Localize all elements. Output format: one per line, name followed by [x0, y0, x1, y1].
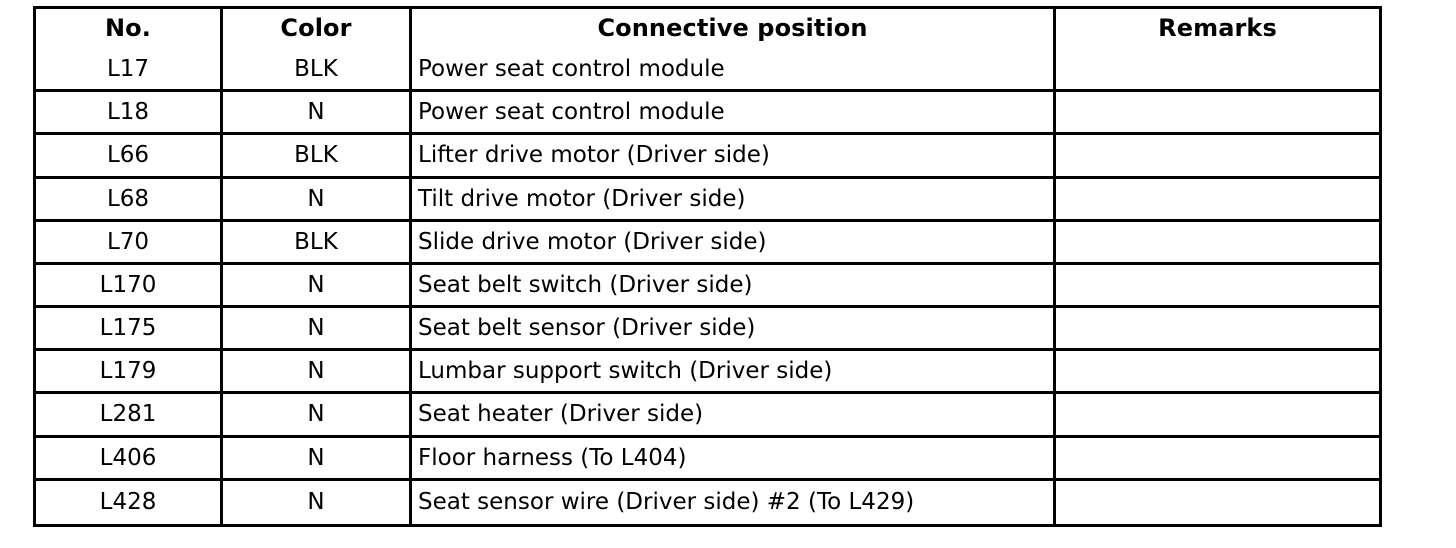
cell-connective-position: Seat sensor wire (Driver side) #2 (To L4…: [412, 480, 1056, 524]
connector-table-container: No. Color Connective position Remarks L1…: [33, 6, 1382, 527]
cell-connective-position: Lifter drive motor (Driver side): [412, 135, 1056, 179]
cell-color: BLK: [223, 221, 412, 265]
cell-remarks: [1056, 264, 1379, 309]
cell-connector-no: L17: [36, 49, 223, 93]
cell-remarks: [1056, 437, 1379, 481]
table-header-row: No. Color Connective position Remarks: [36, 9, 1379, 49]
cell-connective-position: Seat belt switch (Driver side): [412, 264, 1056, 309]
cell-remarks: [1056, 49, 1379, 93]
cell-color: BLK: [223, 135, 412, 179]
cell-remarks: [1056, 178, 1379, 222]
cell-color: N: [223, 480, 412, 524]
cell-connective-position: Seat heater (Driver side): [412, 394, 1056, 438]
cell-remarks: [1056, 135, 1379, 179]
cell-connective-position: Lumbar support switch (Driver side): [412, 351, 1056, 395]
column-header-connective-position: Connective position: [412, 9, 1056, 49]
cell-connective-position: Power seat control module: [412, 49, 1056, 93]
cell-connector-no: L66: [36, 135, 223, 179]
cell-color: N: [223, 394, 412, 438]
cell-color: N: [223, 437, 412, 481]
cell-color: N: [223, 92, 412, 136]
cell-connective-position: Slide drive motor (Driver side): [412, 221, 1056, 265]
cell-connector-no: L18: [36, 92, 223, 136]
cell-remarks: [1056, 480, 1379, 524]
cell-connector-no: L175: [36, 308, 223, 352]
table-header: No. Color Connective position Remarks: [36, 9, 1379, 49]
cell-remarks: [1056, 92, 1379, 136]
connector-list-table: No. Color Connective position Remarks L1…: [33, 6, 1382, 527]
cell-color: BLK: [223, 49, 412, 93]
cell-connector-no: L281: [36, 394, 223, 438]
cell-connective-position: Power seat control module: [412, 92, 1056, 136]
cell-color: N: [223, 308, 412, 352]
cell-connective-position: Tilt drive motor (Driver side): [412, 178, 1056, 222]
column-header-no: No.: [36, 9, 223, 49]
cell-color: N: [223, 178, 412, 222]
cell-remarks: [1056, 394, 1379, 438]
cell-connector-no: L428: [36, 480, 223, 524]
cell-connector-no: L70: [36, 221, 223, 265]
cell-remarks: [1056, 351, 1379, 395]
cell-connector-no: L170: [36, 264, 223, 309]
cell-connector-no: L68: [36, 178, 223, 222]
cell-color: N: [223, 351, 412, 395]
cell-color: N: [223, 264, 412, 309]
column-header-remarks: Remarks: [1056, 9, 1379, 49]
cell-remarks: [1056, 221, 1379, 265]
cell-connective-position: Floor harness (To L404): [412, 437, 1056, 481]
cell-connective-position: Seat belt sensor (Driver side): [412, 308, 1056, 352]
cell-remarks: [1056, 308, 1379, 352]
cell-connector-no: L179: [36, 351, 223, 395]
column-header-color: Color: [223, 9, 412, 49]
cell-connector-no: L406: [36, 437, 223, 481]
